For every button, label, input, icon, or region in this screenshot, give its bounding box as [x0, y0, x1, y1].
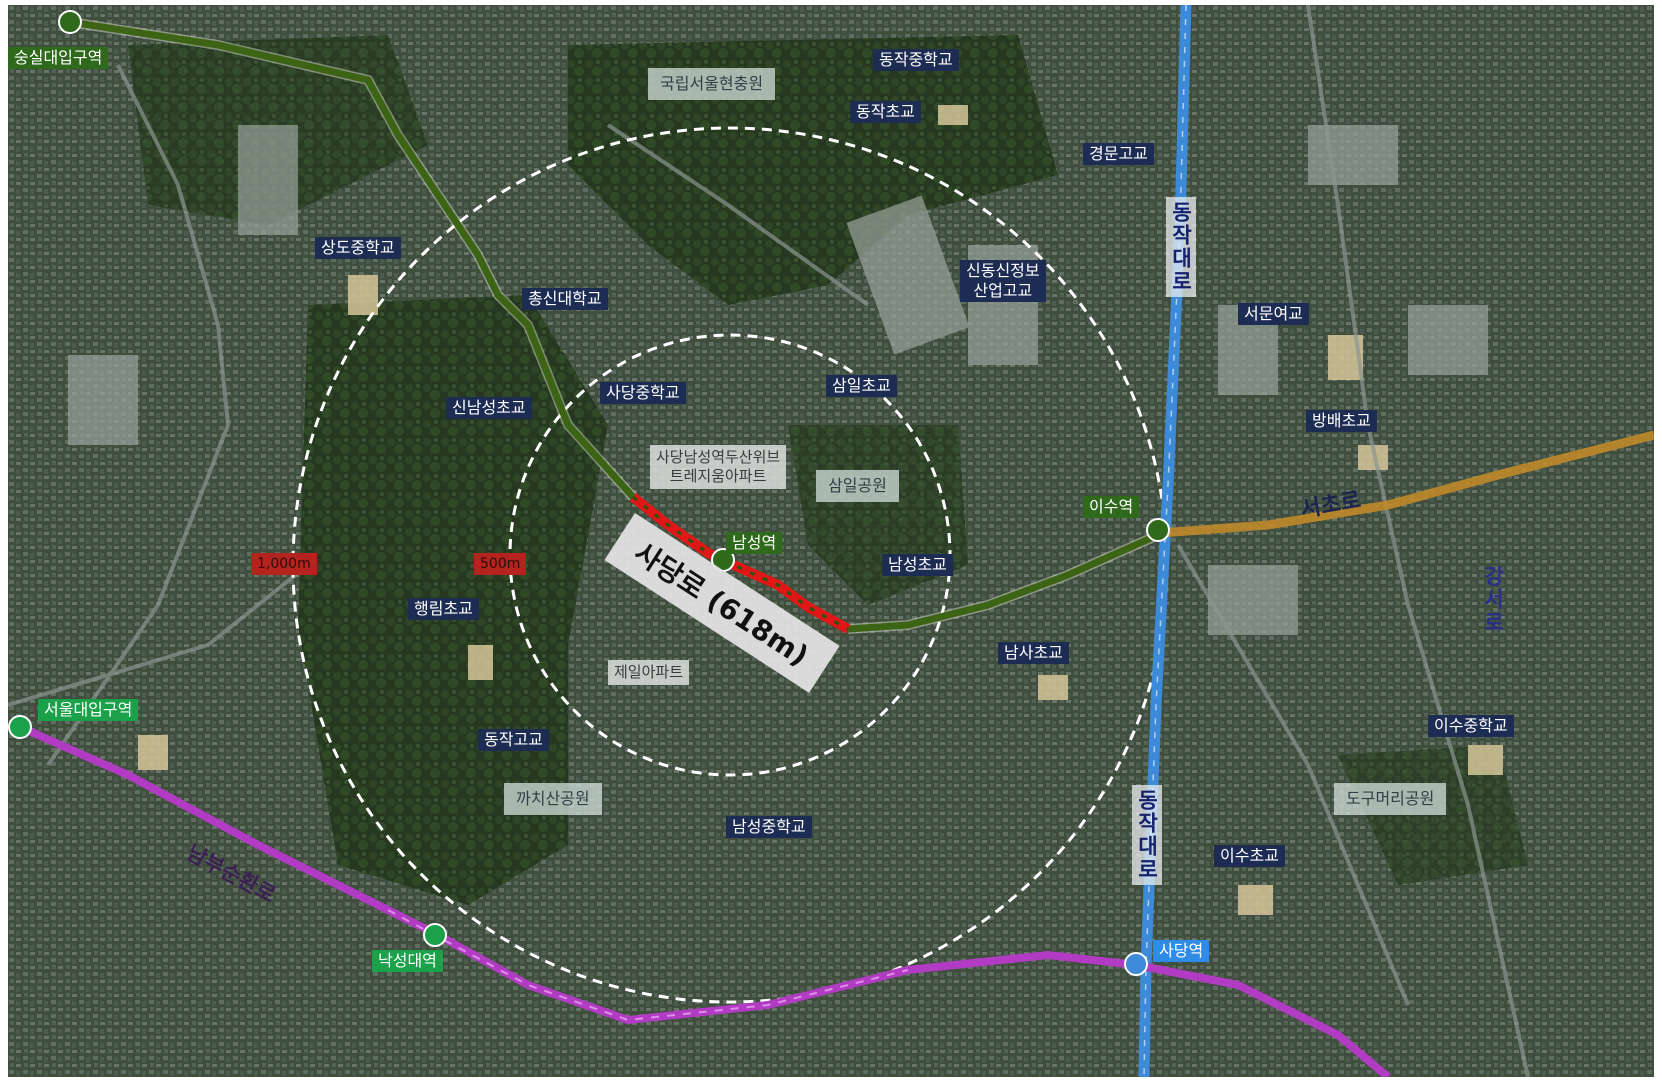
school-seomun-girls: 서문여교	[1238, 303, 1309, 325]
school-dongjak-elem: 동작초교	[850, 101, 921, 123]
apartment-doosan-line2: 트레지움아파트	[669, 467, 767, 485]
apartment-blocks	[68, 125, 1488, 635]
station-label-isu[interactable]: 이수역	[1083, 496, 1140, 518]
station-marker-sadang[interactable]	[1124, 952, 1148, 976]
station-marker-soongsil[interactable]	[58, 10, 82, 34]
place-samil-park: 삼일공원	[816, 470, 899, 502]
apartment-doosan-weave: 사당남성역두산위브 트레지움아파트	[650, 445, 787, 489]
school-namsa-elem: 남사초교	[998, 642, 1069, 664]
school-dongjak-middle: 동작중학교	[873, 49, 959, 71]
map-canvas	[8, 5, 1654, 1077]
school-isu-elem: 이수초교	[1214, 845, 1285, 867]
map[interactable]: 사당로 (618m) 1,000m 500m 숭실대입구역 남성역 이수역 서울…	[8, 5, 1654, 1077]
apartment-doosan-line1: 사당남성역두산위브	[656, 448, 781, 466]
line2-nambu-sunhwan-ro	[18, 723, 1391, 1077]
school-namseong-middle: 남성중학교	[726, 816, 812, 838]
minor-roads	[8, 5, 1530, 1077]
apartment-jeil: 제일아파트	[608, 660, 690, 685]
place-national-cemetery: 국립서울현충원	[648, 68, 776, 100]
station-label-nakseongdae[interactable]: 낙성대역	[372, 950, 443, 972]
forest-cemetery	[568, 35, 1058, 305]
station-label-seoul-univ[interactable]: 서울대입구역	[38, 699, 139, 721]
school-sindong-line1: 신동신정보	[966, 261, 1040, 280]
station-marker-nakseongdae[interactable]	[423, 923, 447, 947]
school-sadang-middle: 사당중학교	[600, 382, 686, 404]
school-chongshin-univ: 총신대학교	[522, 288, 608, 310]
school-sinnamseong-elem: 신남성초교	[446, 397, 532, 419]
station-marker-seoul-univ[interactable]	[8, 715, 32, 739]
radius-label-outer: 1,000m	[251, 553, 317, 575]
school-namseong-elem: 남성초교	[882, 554, 953, 576]
road-name-dongjak-north: 동작대로	[1166, 197, 1196, 297]
school-gyeongmun-high: 경문고교	[1083, 143, 1154, 165]
place-kkachisan-park: 까치산공원	[504, 783, 602, 815]
station-marker-isu[interactable]	[1146, 518, 1170, 542]
radius-label-inner: 500m	[474, 553, 527, 575]
school-sindong-line2: 산업고교	[973, 281, 1033, 300]
station-label-sadang[interactable]: 사당역	[1153, 940, 1210, 962]
seocho-ro-road	[1159, 430, 1654, 538]
station-label-soongsil[interactable]: 숭실대입구역	[8, 47, 109, 69]
school-bangbae-elem: 방배초교	[1306, 410, 1377, 432]
school-sindong-info: 신동신정보 산업고교	[960, 260, 1046, 302]
school-dongjak-high: 동작고교	[478, 729, 549, 751]
school-sangdo-middle: 상도중학교	[315, 237, 401, 259]
school-isu-middle: 이수중학교	[1428, 715, 1514, 737]
school-samil-elem: 삼일초교	[826, 375, 897, 397]
line7-east-segment	[847, 531, 1160, 633]
road-name-dongjak-south: 동작대로	[1132, 785, 1162, 885]
school-haengnim-elem: 행림초교	[408, 598, 479, 620]
forest-dogumeori	[1338, 745, 1528, 885]
station-label-namseong[interactable]: 남성역	[726, 532, 783, 554]
place-dogumeori-park: 도구머리공원	[1334, 783, 1447, 815]
road-name-gangseo: 강서로	[1481, 565, 1505, 634]
line7-north-segment	[69, 18, 636, 500]
